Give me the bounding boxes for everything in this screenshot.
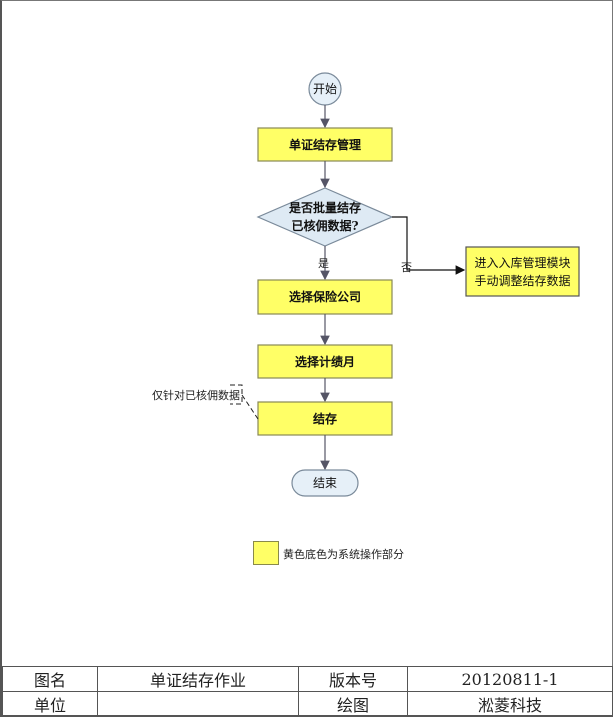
step3-label: 选择计绩月 (294, 354, 355, 369)
process-step2 (257, 279, 393, 315)
legend-text: 黄色底色为系统操作部分 (283, 548, 404, 561)
title-block-row: 图名 单证结存作业 版本号 20120811-1 (2, 666, 613, 692)
name-value: 单证结存作业 (97, 666, 299, 692)
process-side-manual (465, 246, 580, 297)
title-block: 图名 单证结存作业 版本号 20120811-1 单位 绘图 淞菱科技 (2, 666, 613, 717)
legend-swatch (253, 541, 279, 565)
connector-no-branch (392, 216, 466, 275)
unit-label: 单位 (2, 691, 98, 717)
side-manual-label: 进入入库管理模块 手动调整结存数据 (466, 247, 579, 296)
start-label: 开始 (312, 82, 337, 96)
step4-label: 结存 (312, 411, 337, 426)
side-line1: 进入入库管理模块 (474, 255, 571, 270)
decision-label: 是否批量结存 已核佣数据? (270, 200, 380, 234)
process-step3 (257, 344, 393, 379)
end-node (291, 469, 359, 497)
annotation-bracket (230, 384, 243, 405)
flowchart-canvas (230, 72, 580, 497)
annotation-leader (241, 394, 259, 420)
decision-line1: 是否批量结存 (288, 201, 361, 215)
no-label: 否 (401, 261, 412, 274)
yes-label: 是 (318, 257, 329, 270)
version-label: 版本号 (298, 666, 408, 692)
process-step1 (257, 127, 393, 162)
end-label: 结束 (312, 476, 337, 490)
name-label: 图名 (2, 666, 98, 692)
version-value: 20120811-1 (407, 666, 613, 692)
drawn-value: 淞菱科技 (407, 691, 613, 717)
annotation-text: 仅针对已核佣数据 (152, 389, 240, 402)
title-block-row: 单位 绘图 淞菱科技 (2, 691, 613, 717)
unit-value (97, 691, 299, 717)
drawn-label: 绘图 (298, 691, 408, 717)
step1-label: 单证结存管理 (288, 137, 361, 152)
step2-label: 选择保险公司 (288, 290, 361, 304)
side-line2: 手动调整结存数据 (474, 273, 571, 288)
decision-line2: 已核佣数据? (291, 219, 359, 233)
